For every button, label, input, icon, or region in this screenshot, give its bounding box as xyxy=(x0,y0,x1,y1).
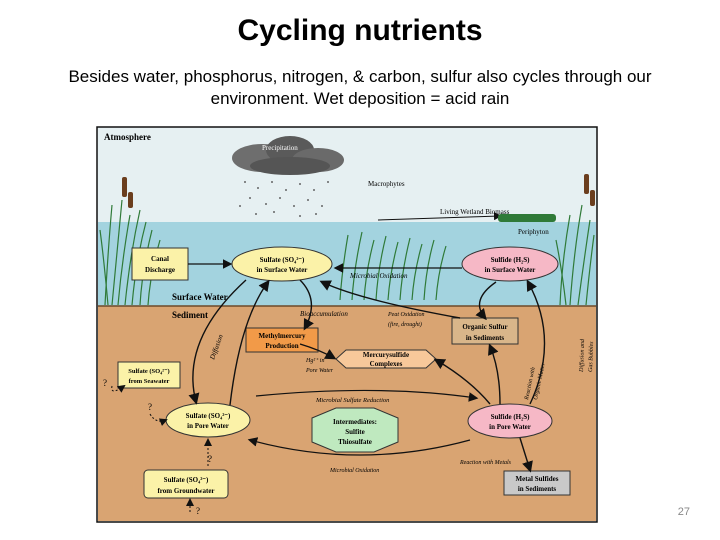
question-mark-2: ? xyxy=(148,402,152,412)
canal-discharge-box xyxy=(131,247,189,281)
sulfide-surface-water-line1: Sulfide (H₂S) xyxy=(491,256,531,264)
methylmercury-line2: Production xyxy=(265,342,298,350)
intermediates-node xyxy=(311,407,399,453)
peat-oxidation-line2: (fire, drought) xyxy=(388,321,422,328)
sulfate-seawater-line2: from Seawater xyxy=(129,378,170,385)
rain-cloud-icon xyxy=(232,136,344,217)
living-biomass-arrow xyxy=(377,212,502,221)
canal-discharge-line1: Canal xyxy=(151,255,169,263)
cycle-arrows xyxy=(188,279,546,473)
surface-water-label: Surface Water xyxy=(172,292,228,302)
macrophytes-label: Macrophytes xyxy=(368,180,405,188)
sulfide-pore-water-line2: in Pore Water xyxy=(489,423,531,431)
wetland-grass-right-icon xyxy=(555,204,595,306)
dotted-arrows xyxy=(111,384,212,512)
subtitle-line-2: environment. Wet deposition = acid rain xyxy=(210,89,510,108)
intermediates-line2: Sulfite xyxy=(345,428,364,436)
atmosphere-label: Atmosphere xyxy=(104,132,151,142)
mercurysulfide-line1: Mercurysulfide xyxy=(363,351,409,359)
peat-oxidation-line1: Peat Oxidation xyxy=(387,312,425,318)
diffusion-gas-line1: Diffusion and xyxy=(578,338,586,373)
question-mark-3: ? xyxy=(208,454,212,464)
microbial-oxidation-label: Microbial Oxidation xyxy=(349,272,408,280)
microbial-oxidation-bottom-label: Microbial Oxidation xyxy=(329,468,379,474)
question-mark-1: ? xyxy=(103,378,107,388)
sulfate-surface-water-line2: in Surface Water xyxy=(257,266,308,274)
sulfide-surface-water-node xyxy=(461,246,559,282)
intermediates-line3: Thiosulfate xyxy=(338,438,372,446)
living-biomass-label: Living Wetland Biomass xyxy=(440,208,510,216)
diffusion-gas-line2: Gas Bubbles xyxy=(588,341,595,372)
page-number: 27 xyxy=(677,506,690,518)
sediment-label: Sediment xyxy=(172,310,208,320)
organic-sulfur-line2: in Sediments xyxy=(466,334,505,342)
sulfate-seawater-box xyxy=(117,361,181,389)
sulfate-seawater-line1: Sulfate (SO₄²⁻) xyxy=(128,368,169,375)
hg-pore-water-line1: Hg²⁺ in xyxy=(305,357,324,364)
reaction-metals-label: Reaction with Metals xyxy=(459,460,512,466)
sulfide-pore-water-line1: Sulfide (H₂S) xyxy=(491,413,531,421)
organic-sulfur-box xyxy=(451,317,519,345)
periphyton-label: Periphyton xyxy=(518,228,549,236)
sulfate-groundwater-line1: Sulfate (SO₄²⁻) xyxy=(164,476,209,484)
sulfate-pore-water-line1: Sulfate (SO₄²⁻) xyxy=(186,412,231,420)
intermediates-line1: Intermediates: xyxy=(333,418,377,426)
sulfate-pore-water-line2: in Pore Water xyxy=(187,422,229,430)
subtitle-line-1: Besides water, phosphorus, nitrogen, & c… xyxy=(68,67,652,86)
hg-pore-water-line2: Pore Water xyxy=(305,368,334,374)
sulfate-surface-water-node xyxy=(231,246,333,282)
bioaccumulation-label: Bioaccumulation xyxy=(300,310,348,318)
slide-subtitle: Besides water, phosphorus, nitrogen, & c… xyxy=(30,66,690,110)
canal-discharge-line2: Discharge xyxy=(145,266,175,274)
question-mark-4: ? xyxy=(196,506,200,516)
precipitation-label: Precipitation xyxy=(262,144,298,152)
microbial-sulfate-reduction-label: Microbial Sulfate Reduction xyxy=(315,397,389,404)
methylmercury-line1: Methylmercury xyxy=(259,332,306,340)
sulfide-surface-water-line2: in Surface Water xyxy=(485,266,536,274)
periphyton-mat xyxy=(498,214,556,222)
metal-sulfides-line2: in Sediments xyxy=(518,485,557,493)
metal-sulfides-line1: Metal Sulfides xyxy=(516,475,559,483)
organic-sulfur-line1: Organic Sulfur xyxy=(462,323,507,331)
mercurysulfide-line2: Complexes xyxy=(370,360,403,368)
sulfate-groundwater-line2: from Groundwater xyxy=(157,487,214,495)
wetland-grass-middle-icon xyxy=(339,231,447,301)
sulfate-pore-water-node xyxy=(165,402,251,438)
metal-sulfides-box xyxy=(503,470,571,496)
sulfide-pore-water-node xyxy=(467,403,553,439)
sulfate-surface-water-line1: Sulfate (SO₄²⁻) xyxy=(260,256,305,264)
slide-title: Cycling nutrients xyxy=(237,14,483,47)
atmosphere-zone xyxy=(98,128,596,222)
methylmercury-production-box xyxy=(245,327,319,353)
